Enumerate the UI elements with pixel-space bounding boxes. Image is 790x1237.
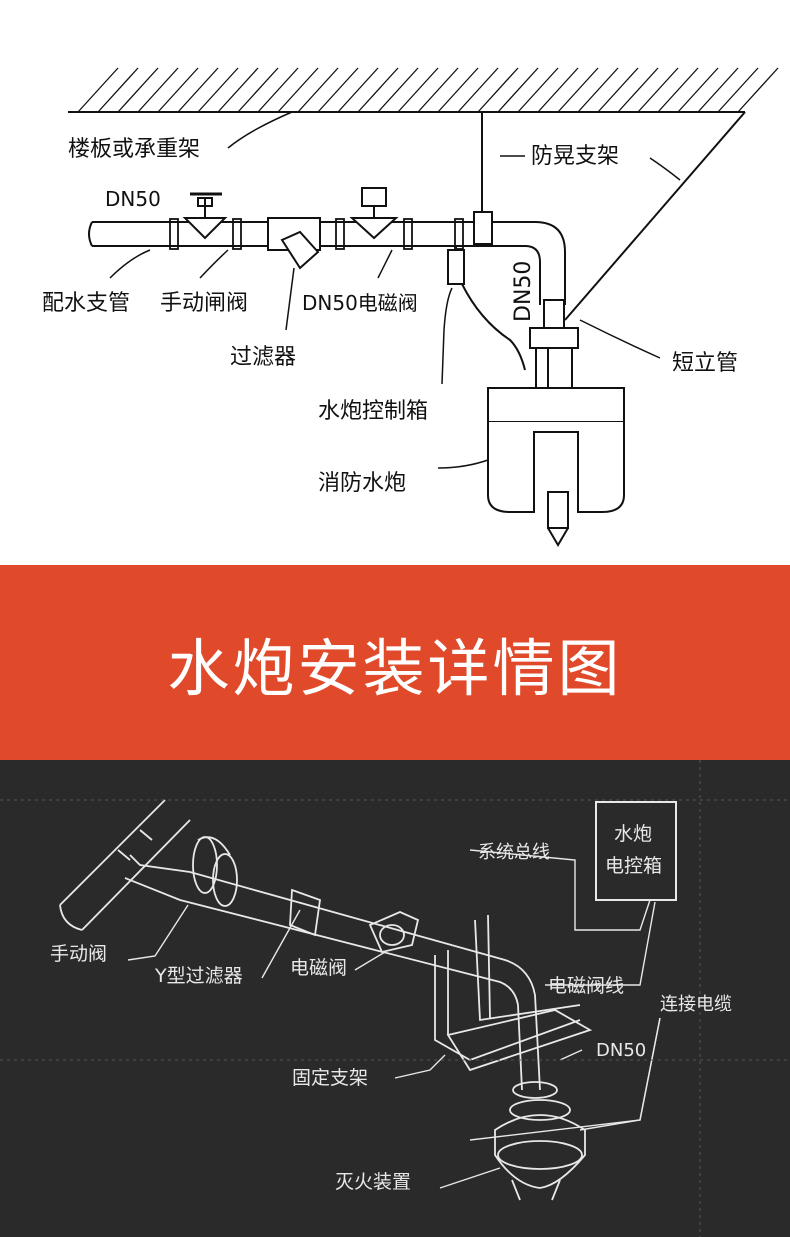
short-riser-drawing [529,299,579,389]
hatch-stroke [437,67,479,113]
hatch-stroke [157,67,199,113]
ceiling-hatch [77,67,779,113]
hatch-stroke [137,67,179,113]
hatch-stroke [417,67,459,113]
label-y-filter: Y型过滤器 [154,965,243,987]
label-solenoid-line: 电磁阀线 [548,975,624,997]
hatch-stroke [217,67,259,113]
manual-gate-valve-drawing [182,192,228,240]
label-box-line2: 电控箱 [605,855,662,877]
hatch-stroke [737,67,779,113]
solenoid-valve-3d [368,911,420,954]
top-diagram-svg: 楼板或承重架 防晃支架 DN50 配水支管 手动闸阀 DN50电磁阀 过滤器 短… [42,67,779,547]
label-system-bus: 系统总线 [478,842,550,863]
hatch-stroke [97,67,139,113]
label-branch-pipe: 配水支管 [42,291,130,316]
label-solenoid-3d: 电磁阀 [290,957,347,979]
extinguisher-3d [494,1081,586,1201]
hatch-stroke [117,67,159,113]
cannon-drawing [487,387,625,547]
hatch-stroke [657,67,699,113]
hatch-stroke [677,67,719,113]
leader-lines [109,111,681,469]
label-cable: 连接电缆 [660,994,732,1015]
label-manual-valve-3d: 手动阀 [50,943,107,965]
label-box-line1: 水炮 [614,823,652,845]
hatch-stroke [597,67,639,113]
control-box-small [447,249,465,285]
hatch-stroke [317,67,359,113]
label-dn50-top: DN50 [105,187,161,211]
branch-pipe-3d [124,854,541,1091]
hatch-stroke [77,67,119,113]
y-filter-3d [289,888,321,937]
top-installation-diagram: 楼板或承重架 防晃支架 DN50 配水支管 手动闸阀 DN50电磁阀 过滤器 短… [0,0,790,565]
hatch-stroke [537,67,579,113]
label-control-box: 水炮控制箱 [318,399,428,424]
hatch-stroke [177,67,219,113]
label-dn50-bottom: DN50 [596,1040,646,1061]
hatch-stroke [697,67,739,113]
control-wire [461,283,526,371]
hatch-stroke [617,67,659,113]
hatch-stroke [197,67,239,113]
sway-brace-block [473,211,493,245]
hatch-stroke [357,67,399,113]
bottom-leader-lines [127,849,661,1189]
hatch-stroke [517,67,559,113]
hatch-stroke [397,67,439,113]
label-floor: 楼板或承重架 [68,137,200,162]
title-band: 水炮安装详情图 [0,565,790,760]
filter-drawing [267,217,321,270]
hatch-stroke [557,67,599,113]
main-supply-pipe [59,799,191,931]
fixed-bracket-3d [434,914,593,1072]
hatch-stroke [637,67,679,113]
label-filter: 过滤器 [230,345,296,370]
bottom-installation-diagram: 水炮 电控箱 系统总线 手动阀 Y型过滤器 电磁阀 电磁阀线 连接电缆 固定支架… [0,760,790,1237]
hatch-stroke [257,67,299,113]
branch-pipe [88,221,566,305]
label-solenoid-valve: DN50电磁阀 [302,291,418,315]
label-short-riser: 短立管 [672,351,738,376]
label-manual-valve: 手动闸阀 [160,291,248,316]
hatch-stroke [337,67,379,113]
background-grid [0,760,790,1237]
hatch-stroke [457,67,499,113]
page-title: 水炮安装详情图 [167,631,623,705]
label-fixed-bracket: 固定支架 [292,1067,368,1089]
hatch-stroke [297,67,339,113]
label-cannon: 消防水炮 [318,471,406,496]
bottom-diagram-svg: 水炮 电控箱 系统总线 手动阀 Y型过滤器 电磁阀 电磁阀线 连接电缆 固定支架… [0,760,790,1237]
control-box-outline [595,801,677,901]
hatch-stroke [277,67,319,113]
hatch-stroke [237,67,279,113]
label-extinguisher: 灭火装置 [335,1171,411,1193]
label-dn50-vertical: DN50 [511,261,536,322]
hatch-stroke [377,67,419,113]
hatch-stroke [477,67,519,113]
label-sway-brace: 防晃支架 [531,144,619,169]
manual-valve-3d [192,836,238,907]
hatch-stroke [717,67,759,113]
wall-line [564,111,746,321]
hatch-stroke [577,67,619,113]
solenoid-valve-drawing [349,187,399,240]
hatch-stroke [497,67,539,113]
